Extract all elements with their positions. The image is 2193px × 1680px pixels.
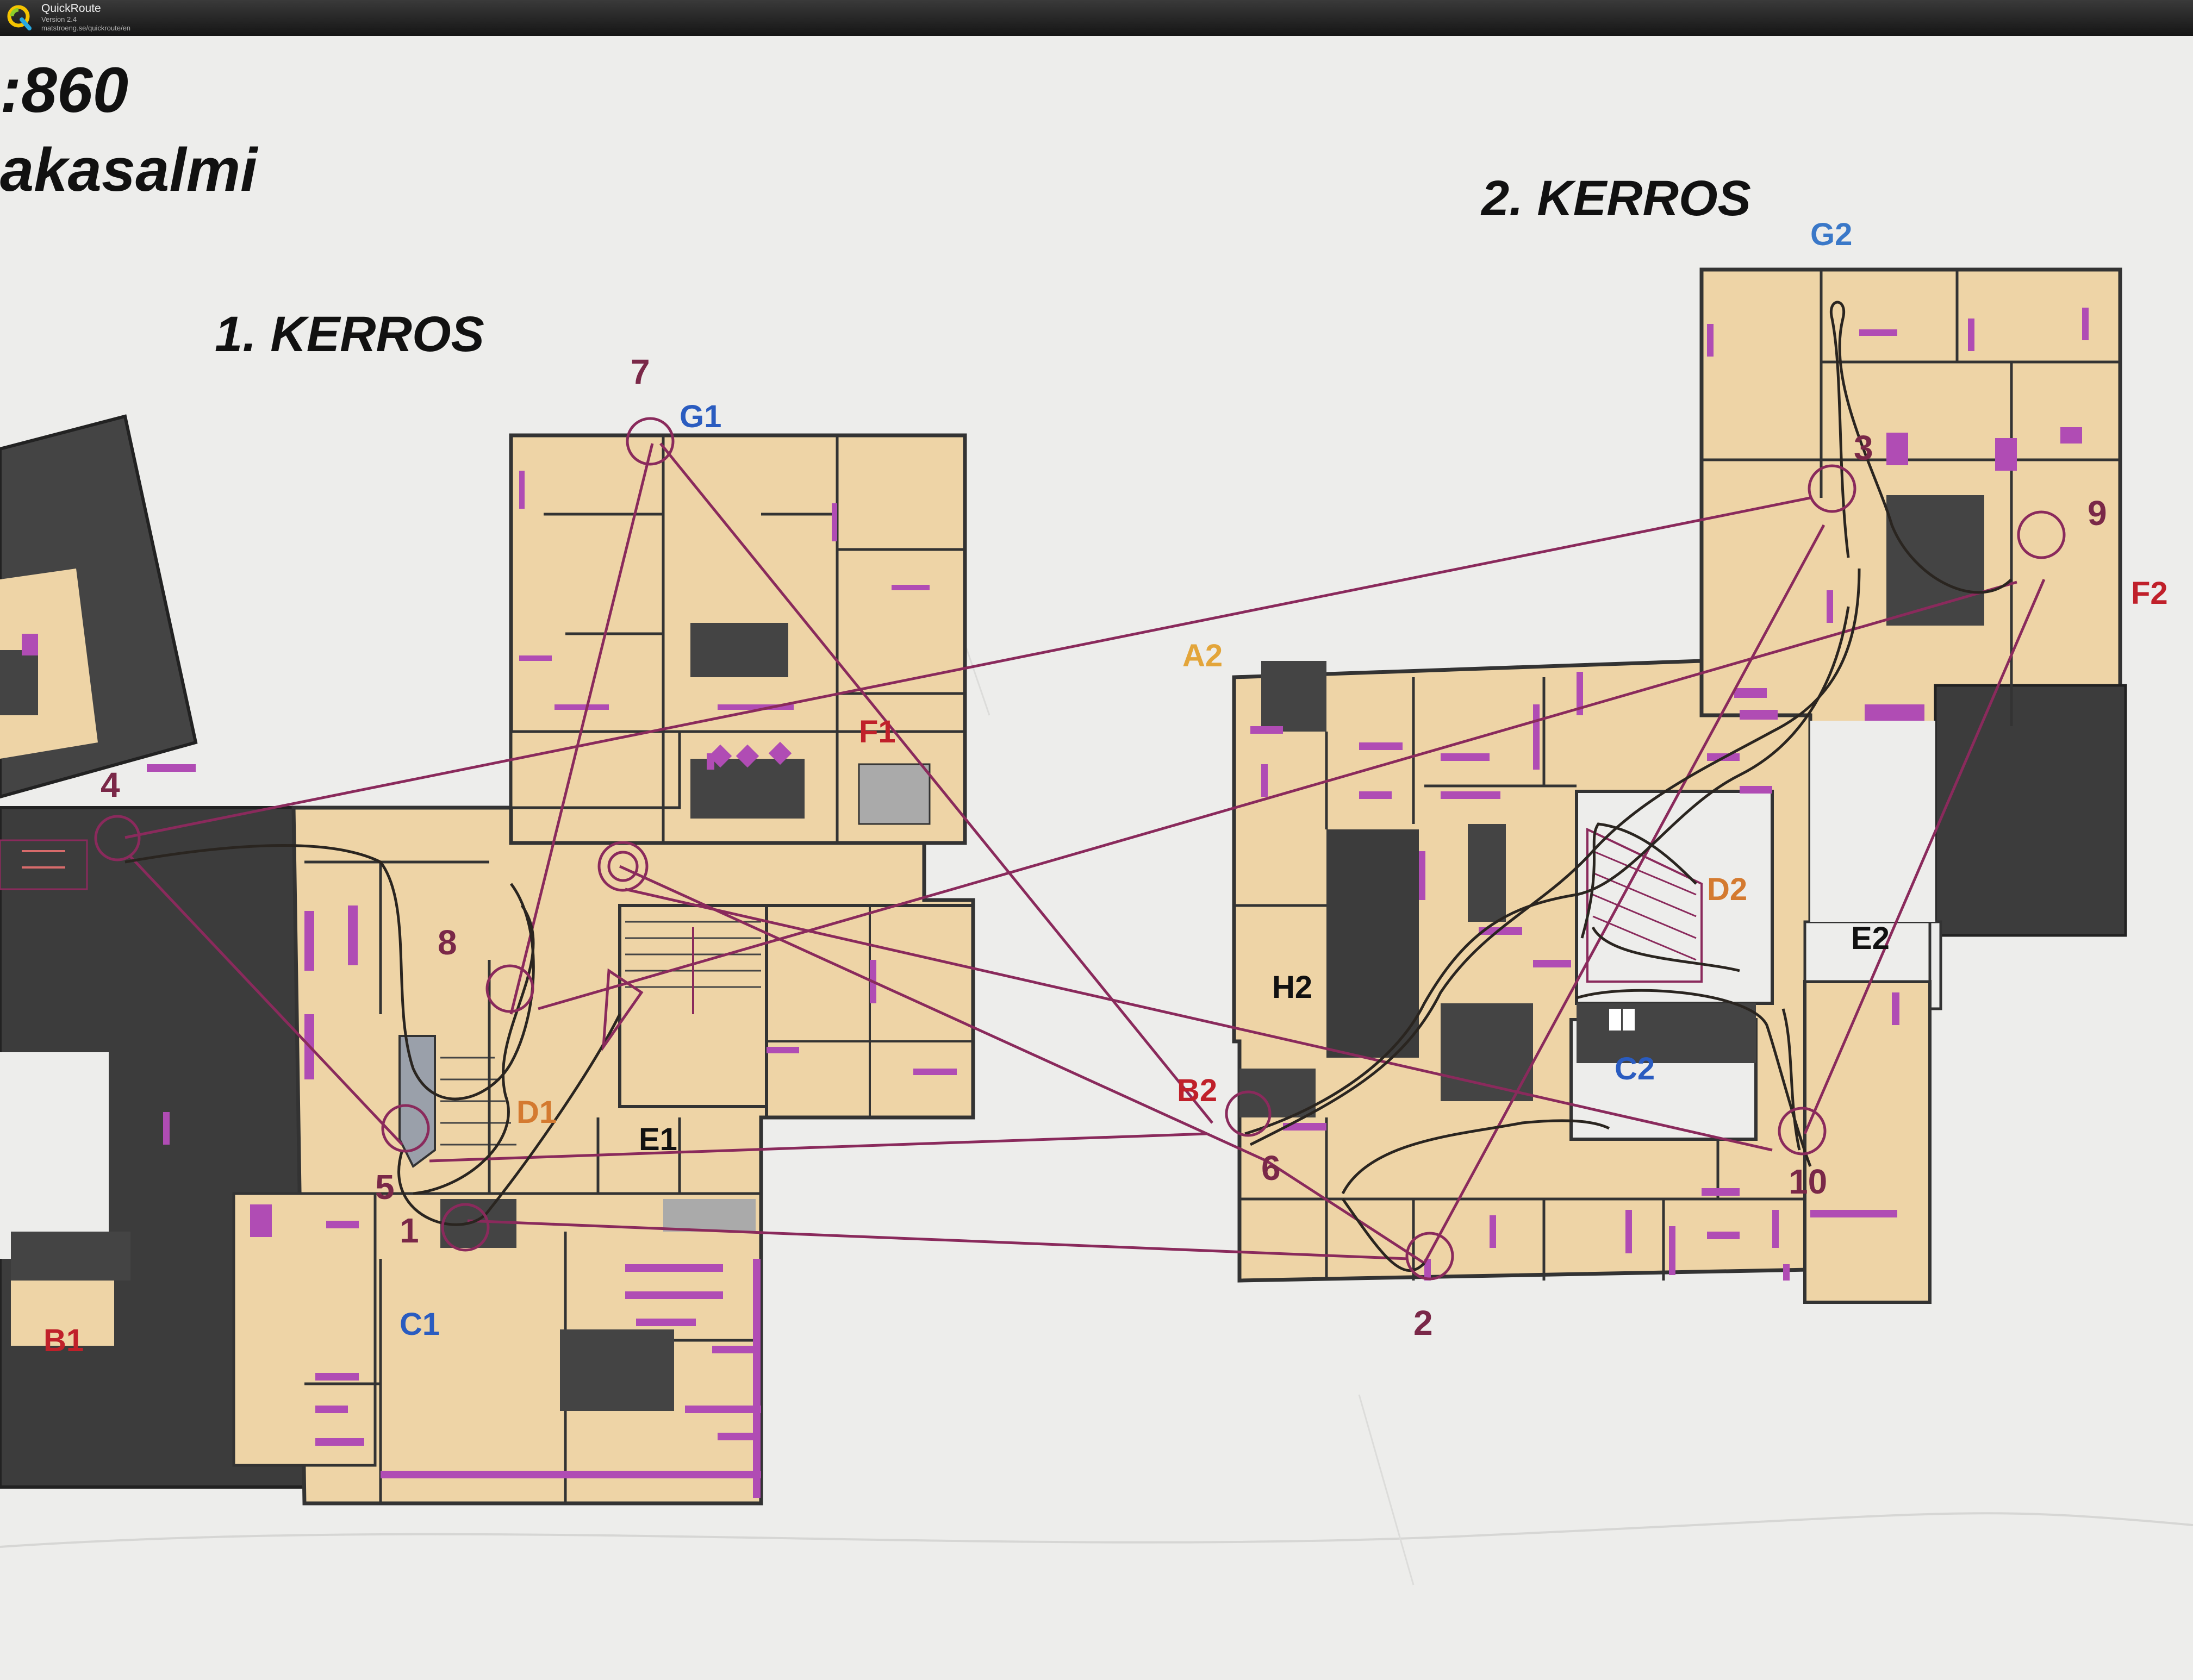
control-number-9: 9 bbox=[2088, 494, 2107, 533]
control-number-8: 8 bbox=[438, 923, 457, 962]
app-url: matstroeng.se/quickroute/en bbox=[41, 24, 131, 32]
quickroute-logo-icon bbox=[7, 5, 32, 30]
zone-label-b2: B2 bbox=[1177, 1073, 1217, 1108]
floor-2-furniture bbox=[1250, 308, 2089, 1281]
floor-1-plan bbox=[0, 414, 975, 1506]
zone-label-e1: E1 bbox=[639, 1122, 677, 1157]
course-lines bbox=[124, 442, 2046, 1265]
control-number-2: 2 bbox=[1413, 1303, 1433, 1342]
map-view[interactable]: :860 akasalmi 1. KERROS 2. KERROS bbox=[0, 36, 2193, 1680]
zone-label-d2: D2 bbox=[1707, 872, 1747, 907]
orienteering-map: :860 akasalmi 1. KERROS 2. KERROS bbox=[0, 36, 2193, 1680]
zone-label-f2: F2 bbox=[2131, 576, 2168, 611]
gps-route bbox=[124, 301, 2013, 1272]
zone-labels: G1 F1 D1 E1 C1 B1 A2 D2 E2 H2 C2 B2 G2 F… bbox=[43, 217, 2168, 1358]
zone-label-e2: E2 bbox=[1851, 921, 1890, 956]
control-number-3: 3 bbox=[1854, 428, 1873, 467]
control-number-4: 4 bbox=[101, 765, 120, 804]
zone-label-b1: B1 bbox=[43, 1323, 84, 1358]
floor-1-furniture bbox=[22, 471, 957, 1498]
zone-label-h2: H2 bbox=[1272, 970, 1312, 1005]
app-name: QuickRoute bbox=[41, 2, 101, 15]
map-place-text: akasalmi bbox=[0, 136, 259, 204]
zone-label-g2: G2 bbox=[1810, 217, 1852, 252]
control-number-6: 6 bbox=[1261, 1148, 1281, 1188]
control-number-7: 7 bbox=[631, 352, 650, 391]
map-scale-text: :860 bbox=[0, 54, 128, 126]
floor1-title: 1. KERROS bbox=[215, 307, 484, 362]
zone-label-a2: A2 bbox=[1182, 638, 1223, 673]
paper-fold bbox=[0, 1512, 2193, 1548]
control-number-10: 10 bbox=[1789, 1162, 1827, 1201]
zone-label-c1: C1 bbox=[400, 1307, 440, 1342]
control-number-1: 1 bbox=[400, 1211, 419, 1250]
zone-label-f1: F1 bbox=[859, 714, 896, 750]
control-circles bbox=[94, 417, 2066, 1281]
control-number-5: 5 bbox=[375, 1167, 395, 1207]
zone-label-d1: D1 bbox=[516, 1095, 557, 1130]
title-bar: QuickRoute Version 2.4 matstroeng.se/qui… bbox=[0, 0, 2193, 37]
control-number-labels: 7 4 8 5 1 6 2 3 9 10 bbox=[101, 352, 2107, 1342]
zone-label-c2: C2 bbox=[1615, 1051, 1655, 1086]
zone-label-g1: G1 bbox=[680, 399, 721, 434]
floor2-title: 2. KERROS bbox=[1480, 171, 1751, 226]
app-version: Version 2.4 bbox=[41, 15, 77, 23]
